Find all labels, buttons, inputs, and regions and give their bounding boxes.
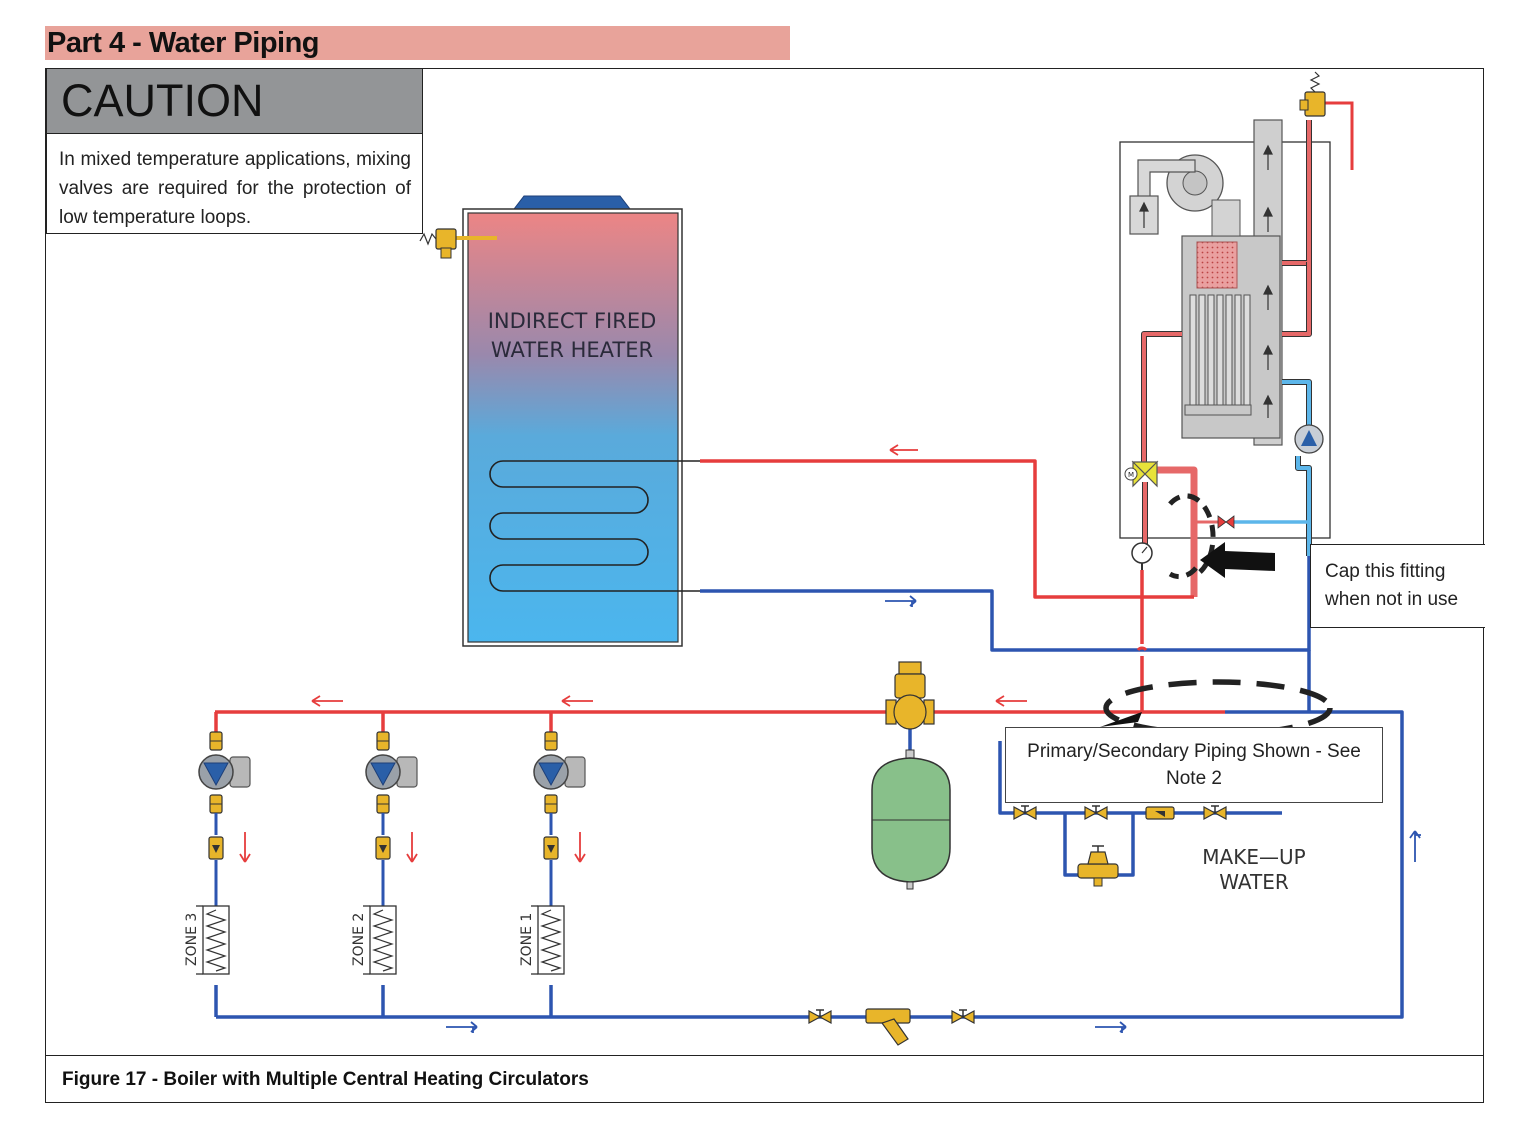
caption-divider	[45, 1055, 1484, 1056]
makeup-water-line1: MAKE—UP	[1202, 845, 1305, 869]
caution-title: CAUTION	[61, 75, 264, 126]
heater-relief-valve-icon	[419, 228, 497, 259]
makeup-water-line2: WATER	[1219, 870, 1289, 894]
zone-3-label: ZONE 3	[184, 913, 200, 966]
caution-body: In mixed temperature applications, mixin…	[59, 149, 411, 228]
figure-caption: Figure 17 - Boiler with Multiple Central…	[62, 1069, 589, 1090]
flue-flow-arrows	[1139, 144, 1273, 418]
expansion-tank-icon	[871, 749, 951, 890]
boiler-ball-valve-icon	[1217, 515, 1235, 529]
y-strainer-icon	[865, 1008, 911, 1046]
pressure-reducing-valve-icon	[1077, 845, 1119, 887]
mixing-valve-icon: M	[1124, 460, 1159, 488]
boiler-pump-icon	[1294, 424, 1324, 454]
pressure-gauge-icon	[1131, 542, 1153, 570]
water-heater-label-line2: WATER HEATER	[491, 338, 653, 362]
crossover-hop	[1136, 646, 1148, 652]
relief-valve-icon	[1299, 71, 1354, 170]
caution-header: CAUTION	[47, 69, 422, 134]
supply-piping	[214, 459, 1225, 733]
caution-box: CAUTION In mixed temperature application…	[46, 68, 423, 234]
water-heater-label-line1: INDIRECT FIRED	[488, 309, 657, 333]
cap-fitting-highlight	[1168, 493, 1216, 580]
section-title: Part 4 - Water Piping	[47, 27, 320, 59]
section-header-bar: Part 4 - Water Piping	[45, 26, 790, 60]
zone-1-label: ZONE 1	[519, 913, 535, 966]
boiler-internal-piping	[1141, 120, 1312, 597]
flow-arrows	[239, 444, 1421, 1033]
svg-text:M: M	[1128, 471, 1134, 479]
zone-1-circuit	[530, 731, 586, 975]
zone-3-circuit	[195, 731, 251, 975]
zone-2-label: ZONE 2	[351, 913, 367, 966]
primary-secondary-highlight	[1100, 679, 1333, 737]
makeup-water-fittings	[1013, 805, 1227, 887]
pointer-arrow-icon	[1200, 542, 1275, 578]
return-line-fittings	[808, 1008, 975, 1046]
zone-2-circuit	[362, 731, 418, 975]
indirect-water-heater	[462, 195, 700, 647]
boiler	[1119, 119, 1331, 539]
air-separator-icon	[885, 661, 935, 730]
